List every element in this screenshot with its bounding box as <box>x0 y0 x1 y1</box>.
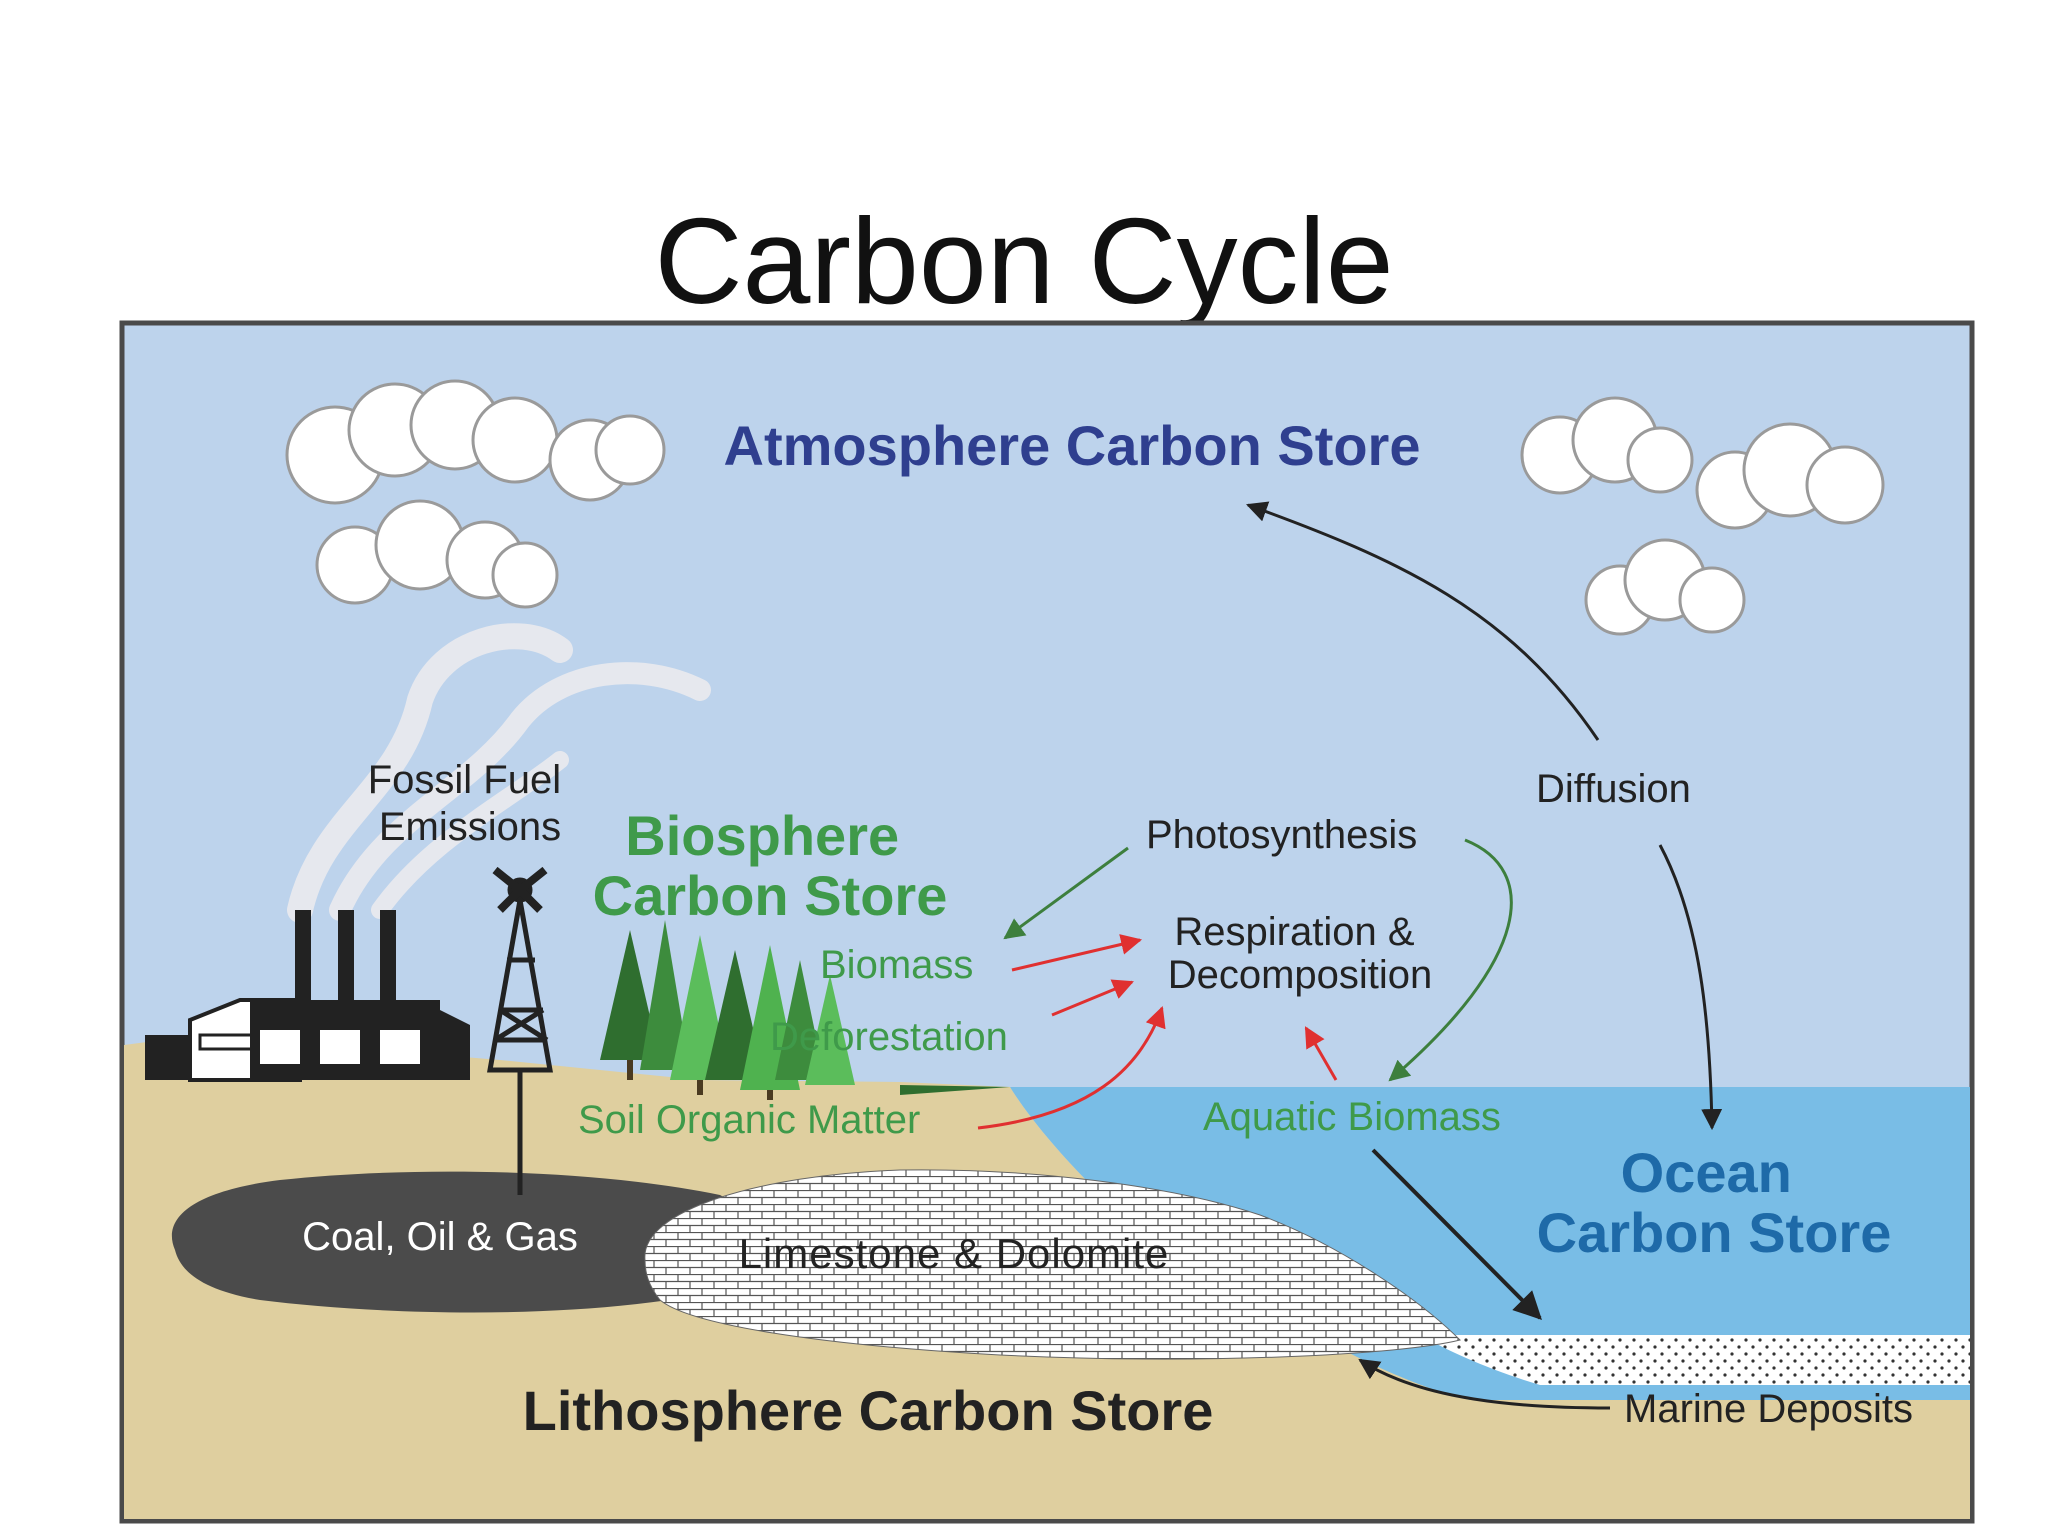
arrow-deforestation-to-respiration <box>1051 979 1134 1017</box>
arrow-biomass-to-respiration <box>1011 934 1143 972</box>
deforestation-label: Deforestation <box>770 1015 1008 1059</box>
arrow-soil-to-respiration <box>977 1006 1166 1130</box>
respiration-label: Respiration & Decomposition <box>1168 910 1433 997</box>
cloud-icon <box>1584 538 1746 636</box>
factory-icon <box>145 910 470 1082</box>
coal-oil-gas-pool <box>171 1171 742 1313</box>
marine-deposits-label: Marine Deposits <box>1624 1387 1913 1431</box>
fossil-fuel-line-1: Fossil Fuel <box>368 758 561 802</box>
arrow-photosynthesis-to-biomass <box>1003 846 1129 940</box>
forest-icon <box>600 920 1010 1100</box>
soil-organic-matter-label: Soil Organic Matter <box>578 1098 920 1142</box>
fossil-fuel-line-2: Emissions <box>379 805 561 849</box>
arrow-diffusion-to-atmosphere <box>1246 501 1600 741</box>
arrow-diffusion-to-ocean <box>1658 844 1723 1131</box>
smoke-plume <box>287 623 711 923</box>
ocean-line-2: Carbon Store <box>1537 1201 1892 1264</box>
biosphere-line-1: Biosphere <box>625 804 899 867</box>
biosphere-line-2: Carbon Store <box>593 864 948 927</box>
fossil-fuel-label: Fossil Fuel Emissions <box>368 758 573 849</box>
cloud-icon <box>285 379 666 609</box>
slide-title: Carbon Cycle <box>654 200 1394 322</box>
oil-derrick-icon <box>487 866 553 1195</box>
diffusion-label: Diffusion <box>1536 767 1691 811</box>
biomass-label: Biomass <box>820 943 973 987</box>
ocean-label: Ocean Carbon Store <box>1537 1141 1892 1264</box>
cloud-icon <box>1695 422 1885 530</box>
cloud-icon <box>1520 396 1694 495</box>
ocean-line-1: Ocean <box>1621 1141 1792 1204</box>
atmosphere-label: Atmosphere Carbon Store <box>724 414 1421 477</box>
arrow-photosynthesis-to-aquatic <box>1388 838 1513 1082</box>
photosynthesis-label: Photosynthesis <box>1146 813 1417 857</box>
marine-deposits-layer <box>1420 1335 1970 1385</box>
lithosphere-label: Lithosphere Carbon Store <box>523 1379 1214 1442</box>
coal-oil-gas-label: Coal, Oil & Gas <box>302 1215 578 1259</box>
aquatic-biomass-label: Aquatic Biomass <box>1203 1095 1501 1139</box>
biosphere-label: Biosphere Carbon Store <box>593 804 948 927</box>
arrow-aquatic-to-respiration <box>1304 1026 1338 1081</box>
flow-arrows <box>977 501 1723 1410</box>
respiration-line-1: Respiration & <box>1174 910 1414 954</box>
arrow-marine-to-lithosphere <box>1358 1358 1611 1410</box>
limestone-dolomite-layer <box>644 1169 1461 1360</box>
respiration-line-2: Decomposition <box>1168 953 1433 997</box>
arrow-aquatic-to-marine <box>1371 1148 1542 1320</box>
limestone-dolomite-label: Limestone & Dolomite <box>739 1230 1170 1277</box>
